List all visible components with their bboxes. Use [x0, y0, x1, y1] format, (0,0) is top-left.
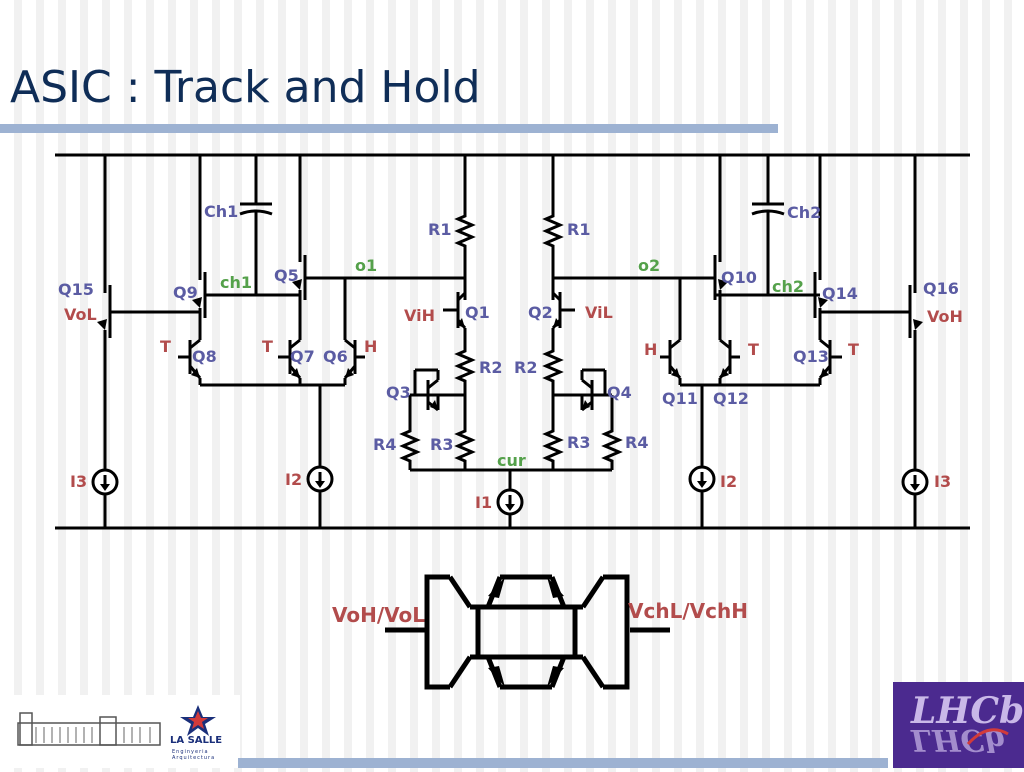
footer-rule [238, 758, 888, 768]
label-ch2: Ch2 [787, 203, 821, 222]
la-salle-logo: LA SALLE Enginyeria Arquitectura [0, 695, 240, 768]
label-t-q8: T [160, 337, 171, 356]
lhcb-logo-text: LHCb [911, 690, 1024, 732]
label-r1-right: R1 [567, 220, 590, 239]
label-q5: Q5 [274, 266, 299, 285]
label-q15: Q15 [58, 280, 94, 299]
label-q8: Q8 [192, 347, 217, 366]
label-t-q12: T [748, 340, 759, 359]
label-ch1: Ch1 [204, 202, 238, 221]
label-i2-left: I2 [285, 470, 302, 489]
label-vih: ViH [404, 306, 435, 325]
label-q16: Q16 [923, 279, 959, 298]
label-q11: Q11 [662, 389, 698, 408]
label-r1-left: R1 [428, 220, 451, 239]
label-cur: cur [497, 451, 526, 470]
label-r4-left: R4 [373, 435, 396, 454]
label-h-q6: H [364, 337, 377, 356]
lhcb-logo: LHCb LHCb [893, 682, 1024, 768]
label-q10: Q10 [721, 268, 757, 287]
label-r3-left: R3 [430, 435, 453, 454]
label-i3-left: I3 [70, 472, 87, 491]
label-q2: Q2 [528, 303, 553, 322]
star-icon [180, 705, 216, 736]
label-o1: o1 [355, 256, 377, 275]
la-salle-subtitle: Enginyeria Arquitectura [172, 749, 216, 761]
label-i3-right: I3 [934, 472, 951, 491]
label-o2: o2 [638, 256, 660, 275]
orbit-swoosh-icon [966, 728, 1009, 746]
label-r4-right: R4 [625, 433, 648, 452]
label-q9: Q9 [173, 283, 198, 302]
label-q7: Q7 [290, 347, 315, 366]
label-q4: Q4 [607, 383, 632, 402]
wires [55, 153, 970, 690]
la-salle-name: LA SALLE [170, 735, 223, 746]
label-q12: Q12 [713, 389, 749, 408]
label-r2-left: R2 [479, 358, 502, 377]
label-q14: Q14 [822, 284, 858, 303]
mux-input-label: VoH/VoL [332, 603, 425, 627]
label-r2-right: R2 [514, 358, 537, 377]
title-underline [0, 124, 778, 133]
building-icon [17, 712, 161, 746]
label-ch2-node: ch2 [772, 277, 804, 296]
label-vil: ViL [585, 303, 613, 322]
label-voh: VoH [927, 307, 963, 326]
label-q3: Q3 [386, 383, 411, 402]
label-t-q13: T [848, 340, 859, 359]
slide-title: ASIC : Track and Hold [10, 62, 481, 113]
label-i1: I1 [475, 493, 492, 512]
label-r3-right: R3 [567, 433, 590, 452]
label-h-q11: H [644, 340, 657, 359]
label-vol: VoL [64, 305, 97, 324]
label-q1: Q1 [465, 303, 490, 322]
emitter-arrows [97, 279, 923, 687]
label-i2-right: I2 [720, 472, 737, 491]
label-q13: Q13 [793, 347, 829, 366]
label-q6: Q6 [323, 347, 348, 366]
label-ch1-node: ch1 [220, 273, 252, 292]
mux-output-label: VchL/VchH [628, 599, 748, 623]
label-t-q7: T [262, 337, 273, 356]
